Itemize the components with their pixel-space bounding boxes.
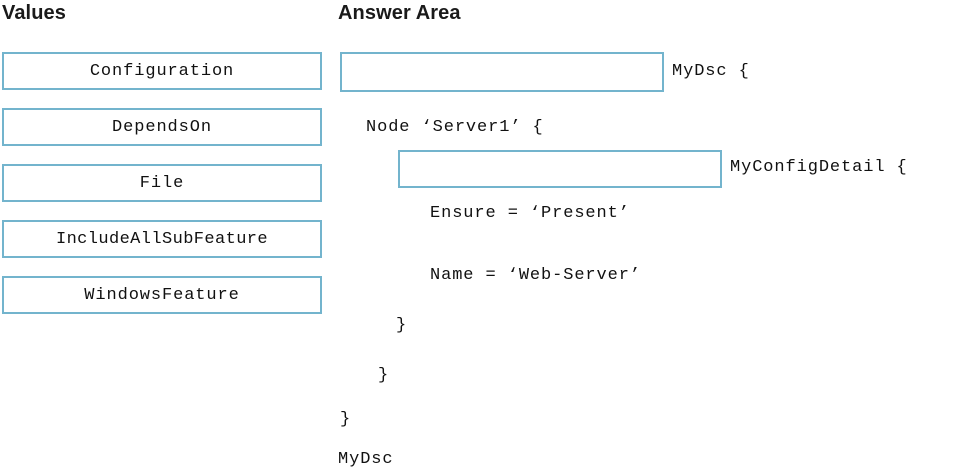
code-line-mydsc-end: MyDsc — [338, 450, 394, 469]
answer-area: MyDsc { Node ‘Server1’ { MyConfigDetail … — [338, 44, 975, 470]
value-tile-configuration[interactable]: Configuration — [2, 52, 322, 90]
value-tile-label: DependsOn — [112, 117, 212, 137]
value-tile-label: File — [139, 173, 185, 193]
code-line-close-brace-config: } — [340, 410, 352, 429]
code-line-myconfigdetail-open: MyConfigDetail { — [730, 158, 908, 177]
value-tile-label: Configuration — [89, 61, 235, 81]
drop-target-2[interactable] — [398, 150, 722, 188]
code-line-name: Name = ‘Web-Server’ — [430, 266, 641, 285]
value-tile-includeallsubfeature[interactable]: IncludeAllSubFeature — [2, 220, 322, 258]
code-line-ensure: Ensure = ‘Present’ — [430, 204, 630, 223]
code-line-close-brace-node: } — [378, 366, 390, 385]
code-line-mydsc-open: MyDsc { — [672, 62, 750, 81]
answer-area-heading: Answer Area — [338, 2, 461, 24]
code-line-close-brace-inner: } — [396, 316, 408, 335]
values-list: Configuration DependsOn File IncludeAllS… — [2, 52, 322, 332]
value-tile-label: WindowsFeature — [84, 285, 240, 305]
values-column-heading: Values — [2, 2, 66, 24]
value-tile-file[interactable]: File — [2, 164, 322, 202]
drop-target-1[interactable] — [340, 52, 664, 92]
code-line-node: Node ‘Server1’ { — [366, 118, 544, 137]
value-tile-windowsfeature[interactable]: WindowsFeature — [2, 276, 322, 314]
value-tile-dependson[interactable]: DependsOn — [2, 108, 322, 146]
value-tile-label: IncludeAllSubFeature — [55, 229, 269, 249]
